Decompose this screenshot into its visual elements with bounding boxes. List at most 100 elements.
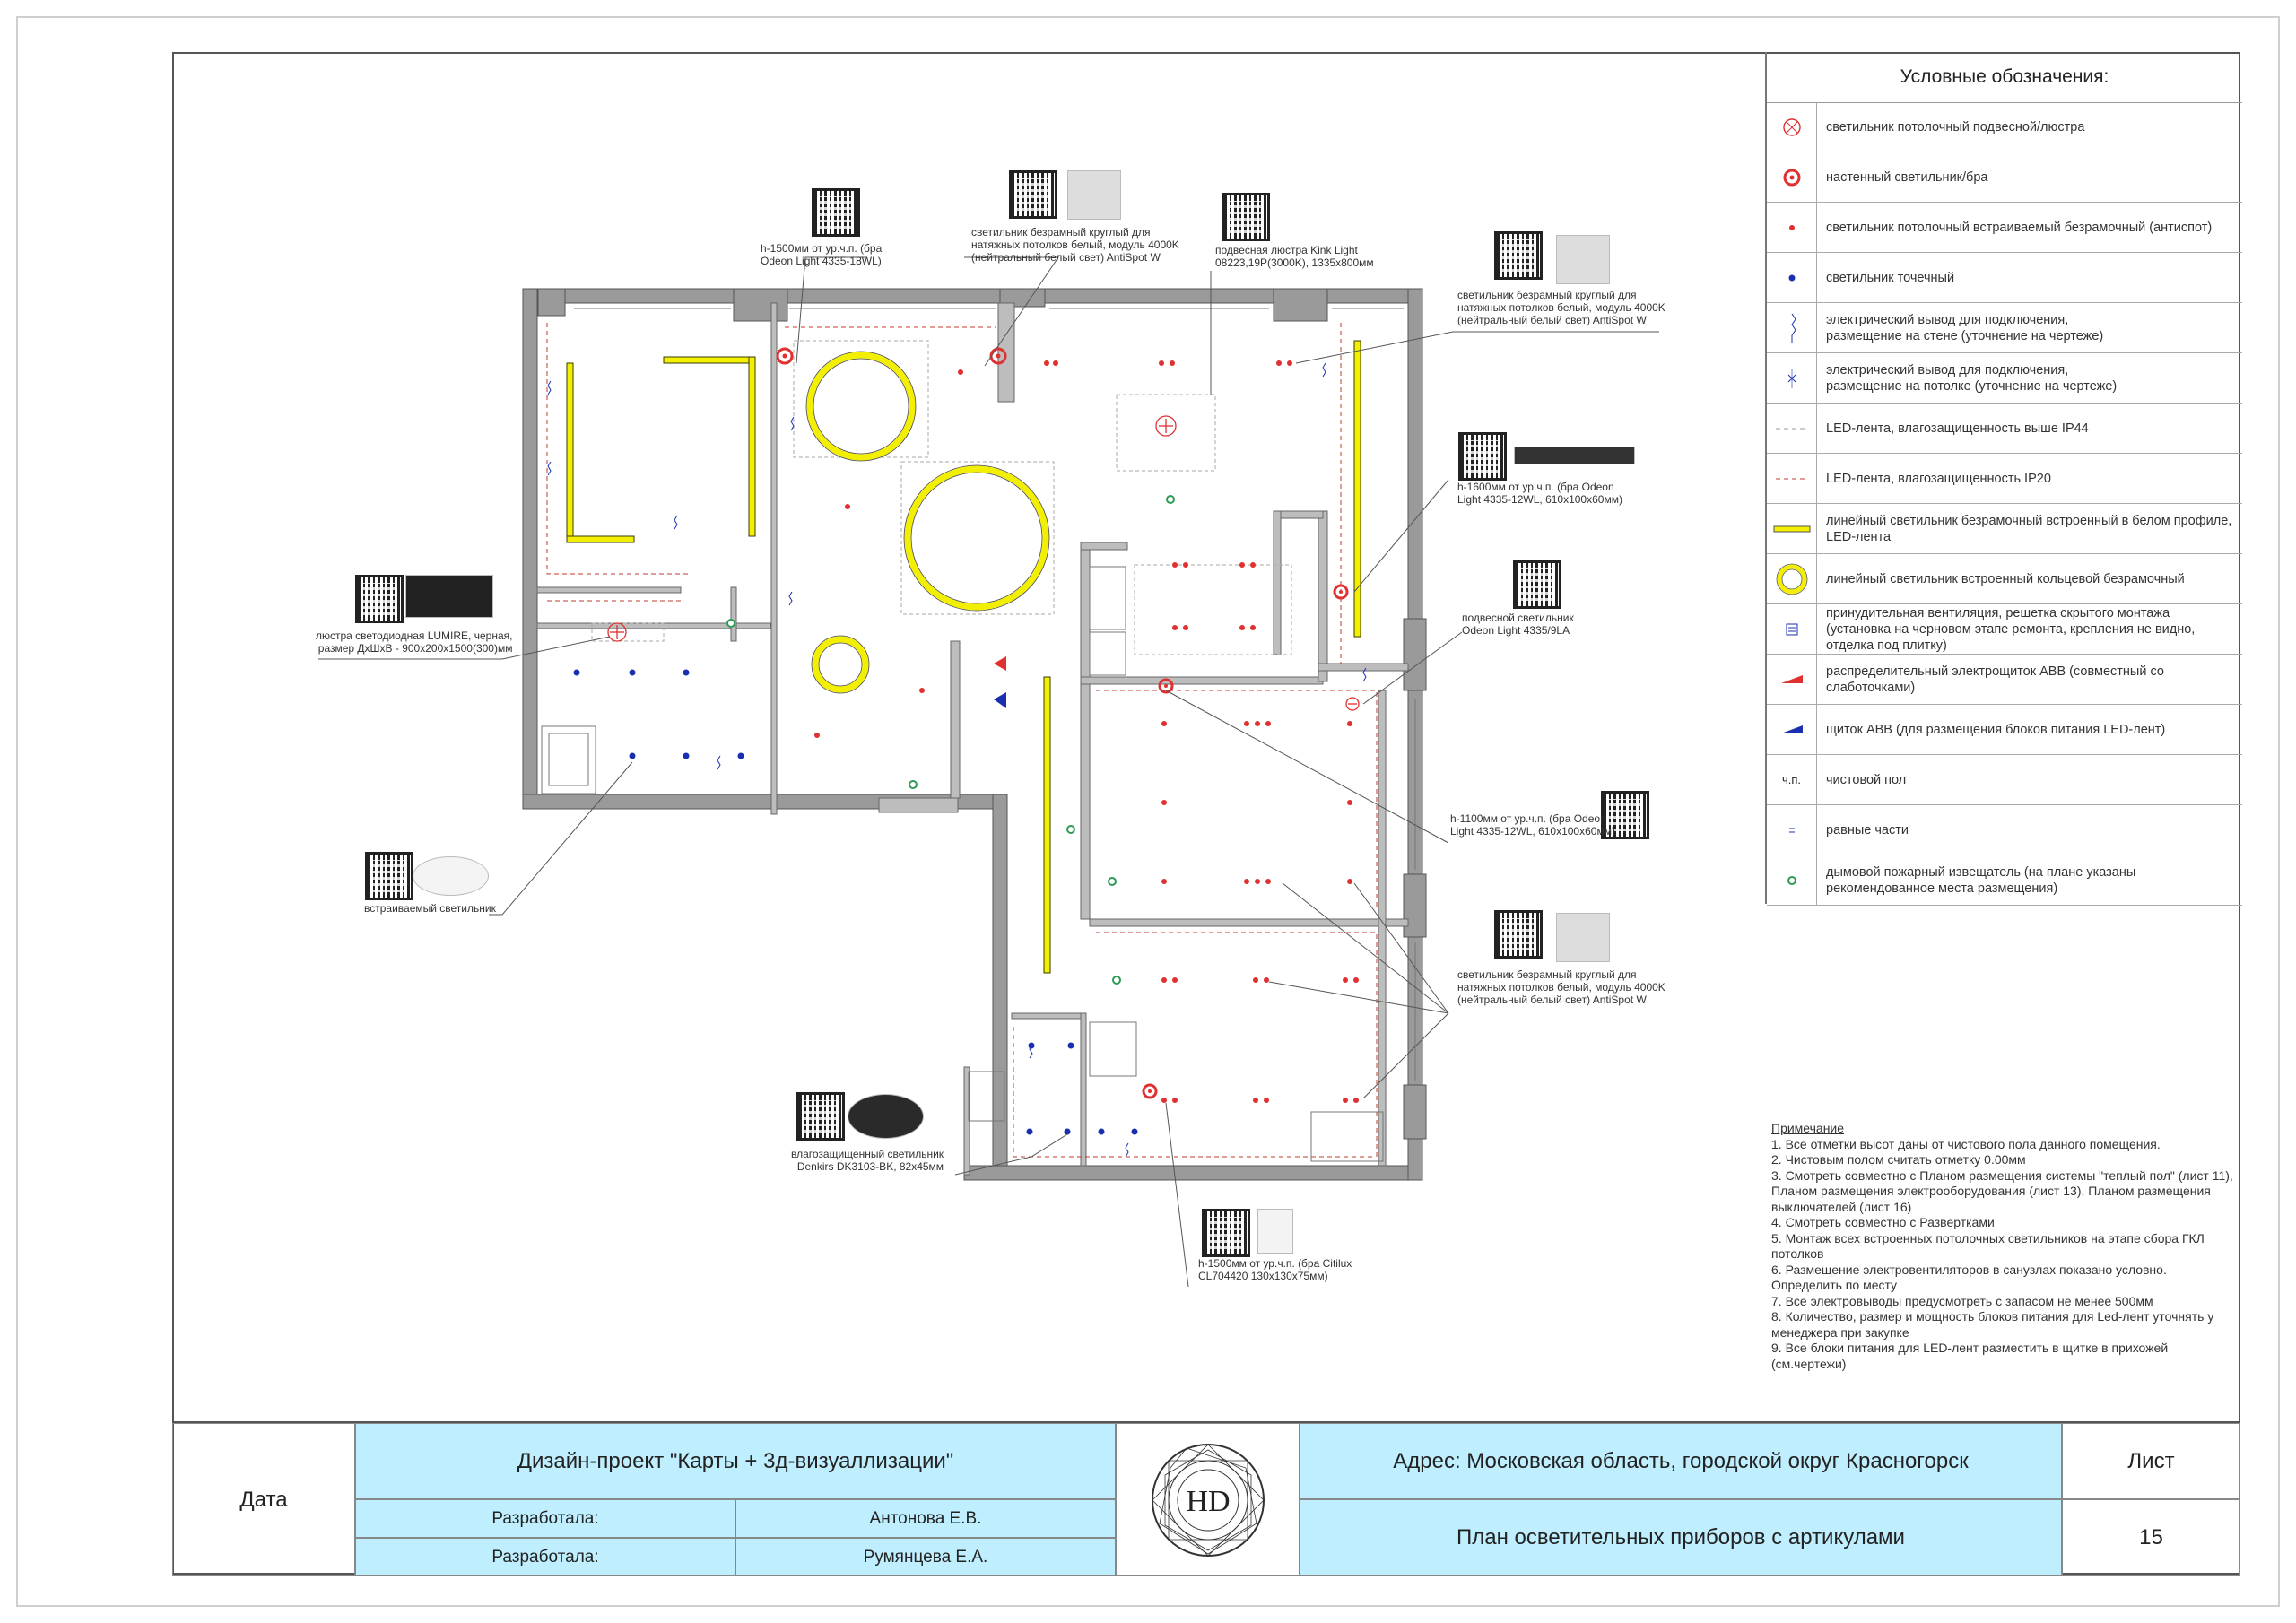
linear-light-icon (1773, 525, 1810, 532)
legend-row: светильник потолочный подвесной/люстра (1767, 102, 2242, 152)
legend-text: линейный светильник встроенный кольцевой… (1826, 571, 2185, 586)
developer-label-cell: Разработала: (355, 1538, 735, 1576)
sheet-title: План осветительных приборов с артикулами (1457, 1525, 1905, 1549)
ceiling-outlet-icon (1787, 369, 1796, 388)
ring-lights (806, 352, 1049, 693)
callout-sconce-12wl-1100: h-1100мм от ур.ч.п. (бра Odeon Light 433… (1450, 812, 1615, 838)
project-name: Дизайн-проект "Карты + 3д-визуаллизации" (517, 1448, 954, 1473)
legend-text: светильник потолочный встраиваемый безра… (1826, 220, 2213, 235)
pendant-light-icon (1782, 117, 1801, 136)
callout-chandelier-lumire: люстра светодиодная LUMIRE, черная, разм… (316, 629, 513, 655)
legend-text: LED-лента, влагозащищенность IP20 (1826, 471, 2051, 486)
qr-code-icon (1601, 791, 1649, 839)
legend-row: щиток ABB (для размещения блоков питания… (1767, 705, 2242, 755)
legend-row: равные части (1767, 805, 2242, 855)
product-photo-denkirs (848, 1094, 924, 1139)
led-strip-ip20-icon (1775, 478, 1808, 479)
legend-row: электрический вывод для подключения, раз… (1767, 353, 2242, 404)
product-photo-antispot (1556, 235, 1610, 284)
note-line: 2. Чистовым полом считать отметку 0.00мм (1771, 1152, 2026, 1167)
floor-level-icon: ч.п. (1781, 773, 1802, 786)
legend-row: дымовой пожарный извещатель (на плане ук… (1767, 855, 2242, 906)
developer-label: Разработала: (491, 1508, 599, 1528)
equal-parts-icon (1788, 828, 1795, 832)
ceiling-zones (591, 340, 1292, 655)
led-strip-paths (546, 323, 1378, 1158)
pendant-lights (607, 415, 1360, 711)
legend-row: принудительная вентиляция, решетка скрыт… (1767, 604, 2242, 655)
sheet-number-cell: 15 (2062, 1499, 2240, 1576)
note-line: 6. Размещение электровентиляторов в сану… (1771, 1262, 2167, 1293)
led-strip-ip44-icon (1775, 428, 1808, 429)
legend-text: настенный светильник/бра (1826, 169, 1988, 185)
address: Адрес: Московская область, городской окр… (1393, 1448, 1969, 1473)
note-line: 7. Все электровыводы предусмотреть с зап… (1771, 1293, 2153, 1308)
hd-logo-icon: HD (1151, 1443, 1265, 1557)
qr-code-icon (1494, 910, 1543, 959)
address-cell: Адрес: Московская область, городской окр… (1300, 1423, 2062, 1499)
frameless-recessed-light-icon (1788, 224, 1795, 230)
note-line: 8. Количество, размер и мощность блоков … (1771, 1309, 2214, 1340)
distribution-panel-icon (1780, 674, 1803, 683)
callout-pendant-odeon-9la: подвесной светильник Odeon Light 4335/9L… (1462, 612, 1574, 637)
legend-row: светильник потолочный встраиваемый безра… (1767, 203, 2242, 253)
qr-code-icon (1222, 193, 1270, 241)
legend-text: принудительная вентиляция, решетка скрыт… (1826, 605, 2196, 653)
qr-code-icon (365, 852, 413, 900)
callout-denkirs: влагозащищенный светильник Denkirs DK310… (791, 1148, 944, 1173)
legend-text: равные части (1826, 822, 1909, 838)
qr-code-icon (812, 188, 860, 237)
developer-name-cell: Румянцева Е.А. (735, 1538, 1116, 1576)
led-panel-icon (1780, 725, 1803, 733)
developer-name: Румянцева Е.А. (863, 1547, 988, 1567)
legend-text: линейный светильник безрамочный встроенн… (1826, 513, 2232, 544)
fixtures (541, 566, 1384, 1162)
spot-lights (573, 669, 1138, 1135)
legend-title: Условные обозначения: (1767, 52, 2242, 103)
legend-row: LED-лента, влагозащищенность выше IP44 (1767, 404, 2242, 454)
legend-row: ч.п. чистовой пол (1767, 755, 2242, 805)
project-cell: Дизайн-проект "Карты + 3д-визуаллизации" (355, 1423, 1116, 1499)
walls (522, 288, 1427, 1181)
legend-text: светильник потолочный подвесной/люстра (1826, 119, 2085, 135)
legend-row: электрический вывод для подключения, раз… (1767, 303, 2242, 353)
sheet-outer-border (16, 16, 2280, 1607)
qr-code-icon (1202, 1209, 1250, 1257)
qr-code-icon (1458, 432, 1507, 481)
developer-label: Разработала: (491, 1547, 599, 1567)
product-photo-antispot (1556, 913, 1610, 962)
callout-sconce-odeon-18wl: h-1500мм от ур.ч.п. (бра Odeon Light 433… (761, 242, 883, 267)
floor-plan (318, 256, 1659, 1288)
legend-text: чистовой пол (1826, 772, 1907, 787)
developer-label-cell: Разработала: (355, 1499, 735, 1538)
callout-antispot-2: светильник безрамный круглый для натяжны… (1457, 289, 1665, 326)
callout-pendant-kink: подвесная люстра Kink Light 08223,19P(30… (1215, 244, 1374, 269)
leader-lines (318, 256, 1659, 1288)
legend-row: светильник точечный (1767, 253, 2242, 303)
sheet-label-cell: Лист (2062, 1423, 2240, 1499)
logo-cell: HD (1116, 1423, 1300, 1576)
antispot-lights (814, 360, 1359, 1103)
callout-antispot-3: светильник безрамный круглый для натяжны… (1457, 968, 1665, 1006)
callout-antispot-1: светильник безрамный круглый для натяжны… (971, 226, 1179, 264)
legend-text: электрический вывод для подключения, раз… (1826, 362, 2118, 394)
svg-text:HD: HD (1186, 1485, 1230, 1518)
qr-code-icon (1494, 231, 1543, 280)
product-photo-lumire (405, 575, 493, 618)
callout-sconce-citilux: h-1500мм от ур.ч.п. (бра Citilux CL70442… (1198, 1257, 1352, 1282)
ventilation-icon (1786, 623, 1797, 635)
window-lines (574, 308, 1416, 1081)
qr-code-icon (1513, 560, 1561, 609)
legend-panel: Условные обозначения: светильник потолоч… (1765, 52, 2242, 906)
qr-code-icon (355, 575, 404, 623)
notes-block: Примечание 1. Все отметки высот даны от … (1771, 1121, 2238, 1372)
legend-row: распределительный электрощиток ABB (совм… (1767, 655, 2242, 705)
linear-lights (566, 340, 1361, 974)
product-photo-recessed (413, 856, 489, 896)
legend-row: линейный светильник встроенный кольцевой… (1767, 554, 2242, 604)
ring-light-icon (1776, 563, 1807, 595)
legend-row: LED-лента, влагозащищенность IP20 (1767, 454, 2242, 504)
smoke-detector-icon (1787, 875, 1796, 885)
developer-name: Антонова Е.В. (869, 1508, 982, 1528)
legend-row: настенный светильник/бра (1767, 152, 2242, 203)
